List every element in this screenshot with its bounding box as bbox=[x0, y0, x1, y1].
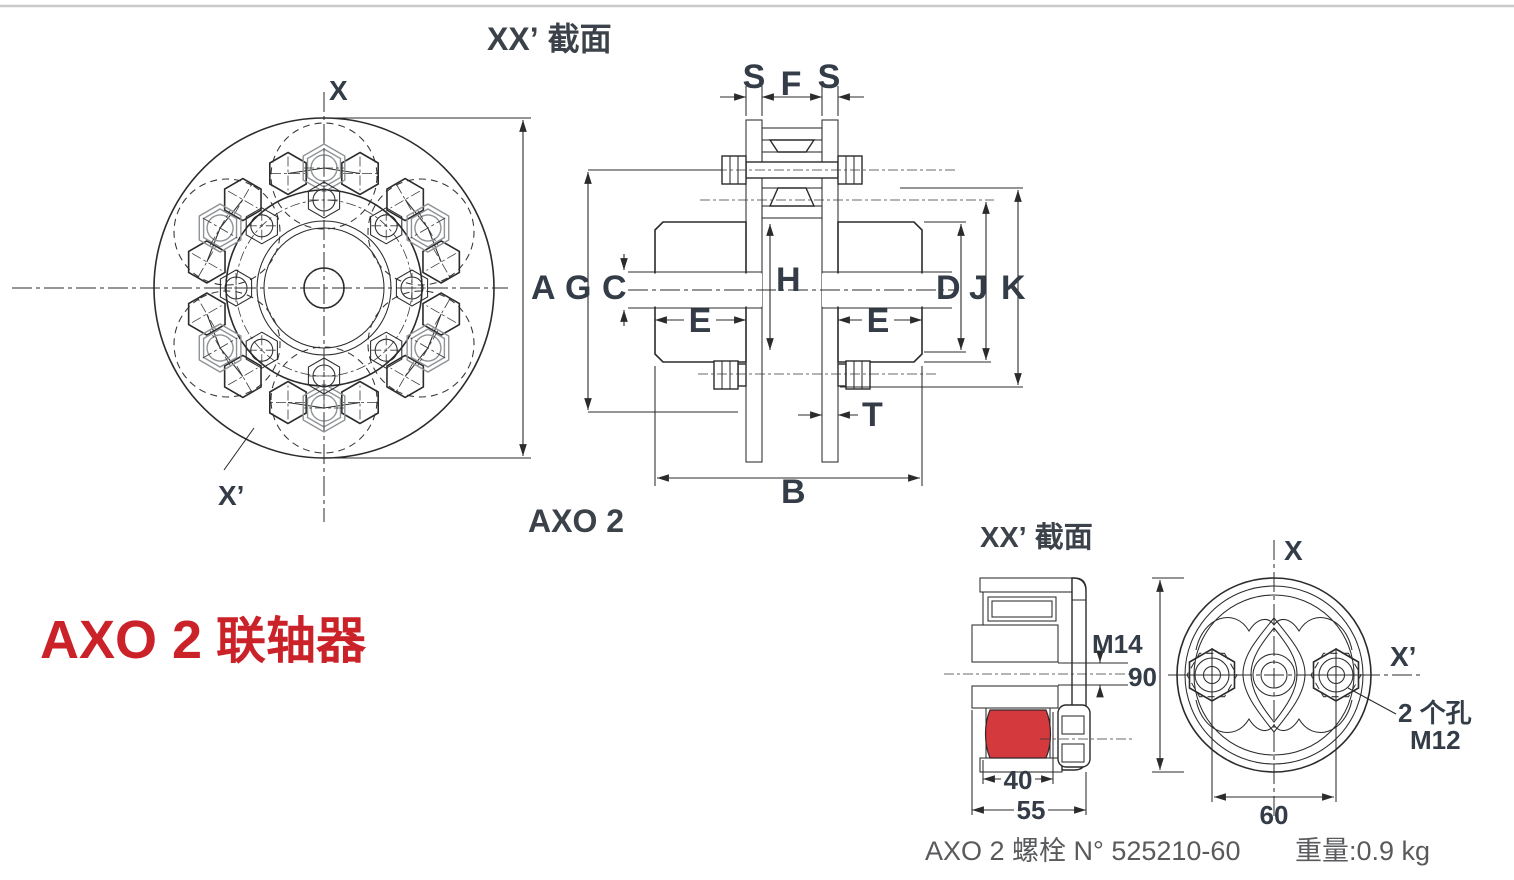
dim-B bbox=[654, 366, 923, 486]
dim-D bbox=[924, 221, 966, 353]
label-90: 90 bbox=[1128, 662, 1157, 692]
label-A: A bbox=[531, 269, 556, 307]
holes-leader bbox=[1347, 687, 1397, 715]
label-E-left: E bbox=[689, 302, 712, 340]
dim-G bbox=[584, 169, 738, 413]
section-title: XX’截面 bbox=[487, 21, 612, 57]
front-view: A X X’ bbox=[12, 75, 556, 522]
dim-A bbox=[330, 117, 531, 459]
label-G: G bbox=[565, 269, 591, 307]
detail-axis-x: X bbox=[1284, 535, 1303, 566]
label-T: T bbox=[862, 396, 883, 434]
footer-weight: 重量:0.9 kg bbox=[1295, 836, 1430, 866]
dim-K bbox=[840, 187, 1023, 388]
label-55: 55 bbox=[1017, 795, 1046, 825]
label-S-right: S bbox=[818, 58, 841, 96]
label-S-left: S bbox=[743, 58, 766, 96]
label-B: B bbox=[781, 473, 806, 511]
label-M14: M14 bbox=[1092, 629, 1143, 659]
label-F: F bbox=[781, 65, 802, 103]
label-C: C bbox=[602, 269, 627, 307]
label-60: 60 bbox=[1260, 800, 1289, 830]
label-H: H bbox=[776, 261, 801, 299]
detail-axis-x-prime: X’ bbox=[1390, 641, 1416, 672]
axis-x-prime-label: X’ bbox=[218, 480, 244, 511]
dim-SFS bbox=[720, 86, 864, 116]
elastomer-element bbox=[984, 709, 1052, 759]
footer-reference: AXO 2 螺栓 N° 525210-60 bbox=[925, 836, 1240, 866]
label-holes-thread: M12 bbox=[1410, 725, 1461, 755]
product-title: AXO 2 联轴器 bbox=[40, 610, 367, 670]
label-J: J bbox=[969, 269, 988, 307]
dim-40 bbox=[982, 712, 1054, 784]
label-E-right: E bbox=[867, 302, 890, 340]
cross-section-view: S F S G C H E E bbox=[565, 58, 1026, 511]
detail-cut-view: M14 40 55 bbox=[944, 577, 1143, 825]
detail-front-view: X X’ 90 60 2 个孔 M12 bbox=[1128, 535, 1472, 830]
label-holes-count: 2 个孔 bbox=[1398, 698, 1472, 728]
label-K: K bbox=[1001, 269, 1026, 307]
flange-bolt-right bbox=[837, 360, 871, 390]
axis-x-label: X bbox=[329, 75, 348, 106]
label-D: D bbox=[936, 269, 961, 307]
dim-55 bbox=[971, 710, 1087, 815]
dim-J bbox=[924, 202, 991, 363]
dim-60 bbox=[1211, 648, 1337, 802]
flange-bolt-left bbox=[713, 360, 747, 390]
detail-section-title: XX’截面 bbox=[980, 521, 1093, 554]
dim-90 bbox=[1152, 577, 1184, 773]
elastomer-cartridge bbox=[761, 127, 823, 219]
label-40: 40 bbox=[1004, 765, 1033, 795]
axis-x-prime-tick bbox=[223, 427, 255, 471]
model-caption: AXO 2 bbox=[528, 503, 624, 539]
bolt-cluster bbox=[173, 122, 475, 454]
